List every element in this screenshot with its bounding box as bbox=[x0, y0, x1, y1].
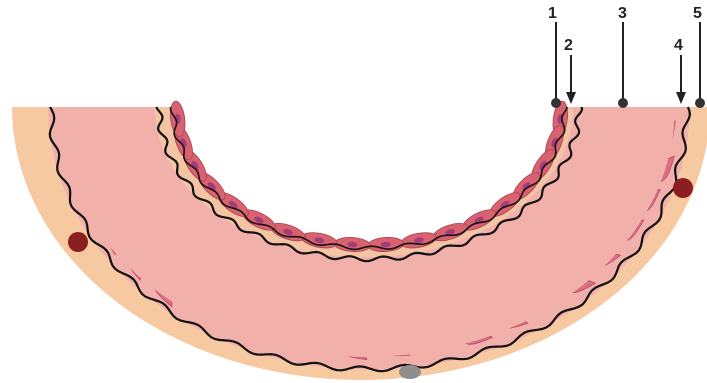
label-4: 4 bbox=[674, 37, 683, 54]
pointer-3 bbox=[618, 22, 628, 108]
pointer-4 bbox=[676, 55, 686, 104]
label-1: 1 bbox=[548, 5, 557, 22]
pointer-2 bbox=[566, 55, 576, 104]
label-3: 3 bbox=[618, 5, 627, 22]
media-layer bbox=[48, 107, 690, 370]
grey-cell bbox=[399, 365, 421, 379]
label-2: 2 bbox=[564, 37, 573, 54]
pointer-5 bbox=[695, 22, 705, 108]
vasa-vasorum-left bbox=[68, 232, 88, 252]
pointer-1 bbox=[551, 22, 561, 108]
label-5: 5 bbox=[693, 5, 702, 22]
vasa-vasorum-right bbox=[673, 178, 693, 198]
